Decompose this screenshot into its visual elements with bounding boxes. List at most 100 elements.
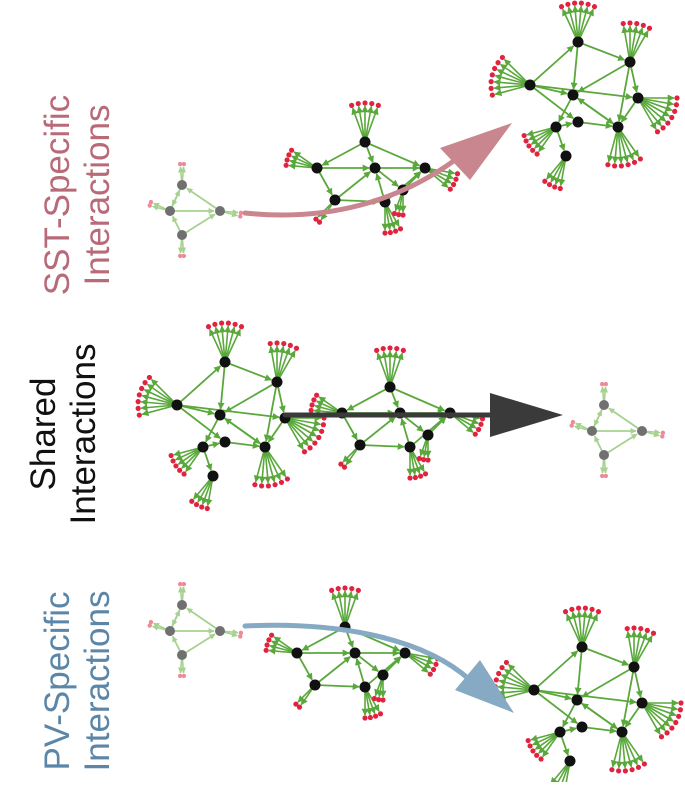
pv-network-large-leaf-node: [677, 707, 684, 713]
sst-network-large-leaf-node: [631, 159, 638, 165]
pv-network-large-leaf-node: [576, 605, 582, 611]
shared-network-large-leaf-node: [319, 428, 325, 434]
pv-network-large-fan-edge: [570, 611, 583, 648]
pv-network-large-leaf-node: [624, 625, 630, 632]
shared-network-large-leaf-node: [177, 467, 183, 473]
shared-network-medium-leaf-node: [416, 455, 423, 462]
sst-network-large-fan-edge: [562, 8, 579, 43]
pv-network-large-leaf-node: [609, 767, 615, 773]
sst-network-medium-leaf-node: [447, 186, 453, 192]
pv-network-medium-hub-node: [309, 679, 321, 691]
pv-network-large-fan-edge: [621, 731, 638, 766]
sst-network-medium-leaf-node: [362, 100, 368, 106]
sst-network-large-leaf-node: [612, 163, 618, 169]
pv-network-large-fan-edge: [507, 663, 535, 691]
sst-network-medium-fan-edge: [351, 107, 366, 143]
sst-network-large-hub-node: [560, 150, 572, 162]
pv-network-large-leaf-node: [503, 659, 510, 666]
pv-network-large-hub-node: [576, 721, 588, 733]
sst-network-medium-hub-edge: [364, 141, 421, 167]
sst-network-large-fan-edge: [637, 97, 657, 130]
sst-network-large-hub-node: [624, 56, 636, 68]
sst-network-large-hub-node: [550, 121, 562, 133]
shared-network-large-fan-edge: [264, 446, 272, 484]
shared-network-small-hub-edge: [608, 407, 643, 432]
sst-network-medium-hub-edge: [334, 171, 371, 201]
pv-network-medium-leaf-node: [367, 714, 373, 721]
sst-network-large-fan-edge: [566, 6, 579, 43]
shared-network-medium-leaf-node: [425, 457, 431, 463]
pv-network-small: [147, 581, 244, 679]
pv-network-medium-leaf-node: [373, 713, 379, 719]
shared-network-large-fan-edge: [264, 446, 281, 481]
shared-network-medium-fan-edge: [389, 350, 399, 388]
sst-network-medium-leaf-node: [286, 152, 292, 158]
pv-network-medium-leaf-node: [377, 711, 384, 717]
sst-network-large-fan-edge: [606, 126, 619, 163]
shared-network-small-leaf-node: [569, 423, 574, 428]
sst-network-large-fan-edge: [577, 5, 585, 43]
pv-network-large-fan-edge: [641, 702, 671, 727]
sst-network-large-leaf-node: [523, 138, 529, 144]
shared-network-small-leaf-node: [603, 473, 609, 479]
pv-network-medium-fan-edge: [336, 590, 346, 628]
pv-network-medium-leaf-node: [371, 695, 378, 702]
shared-network-large-fan-edge: [258, 446, 266, 484]
shared-network-large-fan-edge: [141, 404, 178, 417]
sst-network-medium-hub-node: [369, 162, 381, 174]
sst-network-large-leaf-node: [654, 129, 661, 135]
sst-network-medium-leaf-node: [369, 100, 375, 107]
pv-network-large-hub-edge: [574, 646, 583, 695]
sst-network-large-fan-edge: [617, 126, 630, 163]
pv-network-large-leaf-node: [678, 700, 684, 706]
sst-network-large-fan-edge: [637, 97, 662, 127]
shared-network-large-leaf-node: [281, 340, 287, 347]
shared-network-large-leaf-node: [274, 340, 280, 346]
shared-network-medium-leaf-node: [380, 345, 386, 352]
sst-network-large-hub-edge: [570, 41, 579, 90]
sst-network-large-leaf-node: [660, 125, 666, 131]
shared-network-medium-leaf-node: [478, 421, 484, 427]
sst-network-large-hub-node: [524, 79, 536, 91]
sst-network-large-leaf-node: [672, 108, 678, 114]
pv-network-small-leaf-node: [238, 630, 244, 636]
pv-network-large-fan-edge: [633, 630, 643, 668]
sst-network-large-fan-edge: [637, 97, 673, 112]
shared-network-medium-hub-edge: [359, 443, 405, 451]
shared-network-large-leaf-node: [136, 392, 142, 398]
pv-network-large-leaf-node: [638, 625, 644, 632]
pv-network-small-leaf-node: [177, 673, 183, 679]
sst-network-large-hub-edge: [577, 41, 626, 61]
pv-network-large-leaf-node: [538, 756, 544, 762]
shared-network-small-leaf-node: [570, 419, 576, 425]
pv-network-large-leaf-node: [641, 761, 647, 767]
pv-network-large-leaf-node: [499, 665, 505, 671]
shared-network-large-leaf-node: [301, 449, 308, 455]
sst-network-medium-leaf-node: [391, 210, 398, 217]
sst-network-small-leaf-node: [147, 203, 152, 208]
sst-network-small-leaf-node: [181, 161, 187, 167]
sst-network-large-fan-edge: [617, 126, 625, 164]
shared-network-large-fan-edge: [209, 328, 226, 363]
sst-network-large: [488, 0, 680, 192]
pv-network-small-leaf-node: [177, 581, 183, 587]
sst-network-large-leaf-node: [546, 181, 553, 188]
pv-network-small-hub-node: [177, 650, 187, 660]
sst-network-large-fan-edge: [494, 73, 531, 86]
pv-network-large-hub-edge: [581, 666, 635, 698]
pv-network-medium-leaf-node: [427, 671, 433, 677]
pv-network-large-fan-edge: [633, 632, 648, 668]
sst-network-large-leaf-node: [578, 0, 584, 6]
shared-network-large-fan-edge: [224, 326, 237, 363]
shared-network-large-fan-edge: [284, 417, 314, 442]
sst-network-large-fan-edge: [494, 84, 531, 97]
pv-network-large-fan-edge: [621, 731, 634, 768]
pv-network-medium-hub-node: [399, 647, 411, 659]
sst-network-large-leaf-node: [620, 20, 626, 27]
pv-network-small-leaf-node: [238, 634, 243, 639]
sst-network-large-leaf-node: [605, 162, 611, 168]
shared-network-medium-fan-edge: [381, 350, 391, 388]
shared-network-large-leaf-node: [259, 483, 265, 489]
shared-network-large-leaf-node: [168, 452, 174, 459]
sst-network-large-hub-edge: [616, 61, 631, 122]
